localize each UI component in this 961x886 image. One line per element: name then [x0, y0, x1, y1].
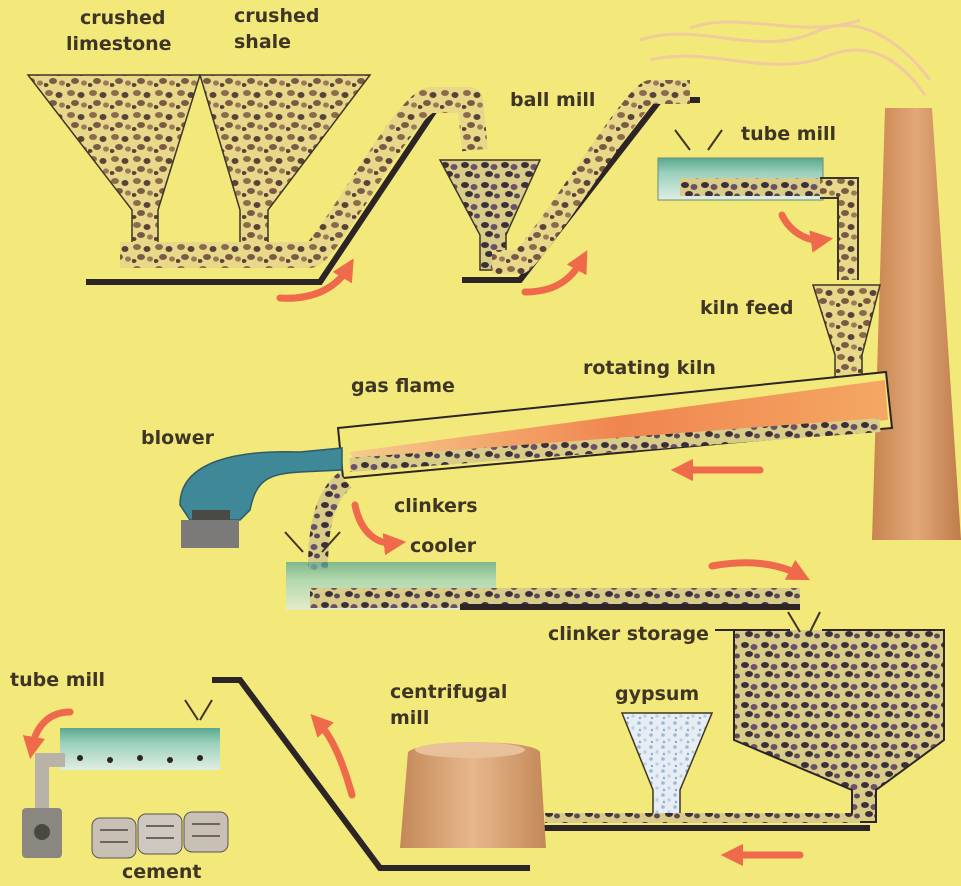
label-tube-mill-top: tube mill	[741, 122, 836, 146]
label-centrifugal-mill-2: mill	[390, 706, 429, 730]
cement-bags	[92, 812, 228, 858]
label-ball-mill: ball mill	[510, 88, 595, 112]
cooler	[286, 562, 800, 610]
label-blower: blower	[141, 426, 214, 450]
label-cooler: cooler	[410, 534, 476, 558]
label-gypsum: gypsum	[615, 682, 699, 706]
label-cement: cement	[122, 860, 201, 884]
clinker-drop	[318, 480, 345, 570]
limestone-hopper	[28, 75, 200, 250]
label-crushed-shale-1: crushed	[234, 4, 319, 28]
label-crushed-limestone-1: crushed	[80, 6, 165, 30]
label-rotating-kiln: rotating kiln	[583, 356, 716, 380]
kiln-feed-hopper	[813, 285, 880, 380]
label-clinker-storage: clinker storage	[548, 622, 709, 646]
flow-arrow-8	[318, 722, 352, 795]
label-crushed-limestone-2: limestone	[66, 32, 172, 56]
gypsum-hopper	[622, 713, 712, 820]
label-gas-flame: gas flame	[351, 374, 455, 398]
label-crushed-shale-2: shale	[234, 30, 291, 54]
tube-mill-bottom	[42, 700, 220, 810]
label-clinkers: clinkers	[394, 494, 478, 518]
tube-mill-top	[658, 130, 848, 280]
clinker-storage	[715, 612, 944, 822]
label-kiln-feed: kiln feed	[700, 296, 793, 320]
flow-arrow-3	[782, 215, 822, 240]
chimney	[872, 108, 961, 540]
centrifugal-mill	[400, 742, 546, 848]
flow-arrow-5	[355, 505, 395, 543]
label-tube-mill-bottom: tube mill	[10, 668, 105, 692]
flow-arrow-6	[712, 563, 800, 575]
label-centrifugal-mill-1: centrifugal	[390, 680, 507, 704]
cement-bagger	[22, 808, 62, 858]
